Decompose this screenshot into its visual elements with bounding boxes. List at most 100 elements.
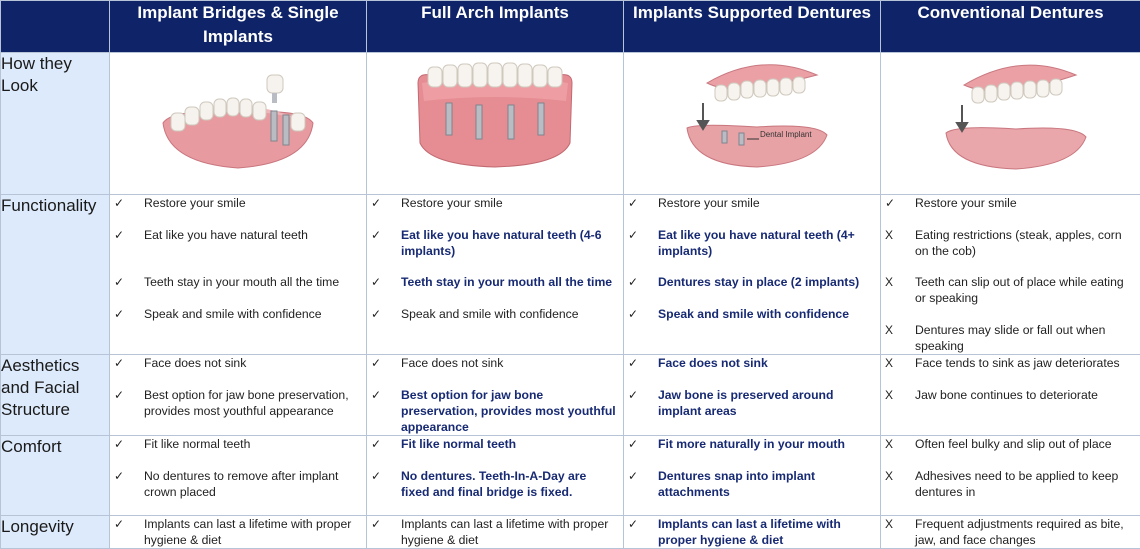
conventional-denture-image — [926, 53, 1096, 173]
x-icon: X — [881, 274, 915, 290]
feature-cell: ✓Face does not sink ✓Jaw bone is preserv… — [624, 355, 881, 436]
feature-text: Dentures stay in place (2 implants) — [658, 274, 880, 290]
feature-text: Fit like normal teeth — [401, 436, 623, 452]
x-icon: X — [881, 516, 915, 532]
feature-cell: ✓Face does not sink ✓Best option for jaw… — [367, 355, 624, 436]
x-icon: X — [881, 322, 915, 338]
feature-text: Jaw bone continues to deteriorate — [915, 387, 1140, 403]
dental-implant-callout: Dental Implant — [760, 130, 812, 139]
check-icon: ✓ — [110, 468, 144, 484]
check-icon: ✓ — [624, 468, 658, 484]
corner-cell — [1, 1, 110, 53]
check-icon: ✓ — [110, 516, 144, 532]
feature-text: Face does not sink — [401, 355, 623, 371]
x-icon: X — [881, 436, 915, 452]
check-icon: ✓ — [110, 274, 144, 290]
feature-text: Frequent adjustments required as bite, j… — [915, 516, 1140, 548]
feature-text: Teeth can slip out of place while eating… — [915, 274, 1140, 306]
feature-text: Restore your smile — [401, 195, 623, 211]
aesthetics-row: Aesthetics and Facial Structure ✓Face do… — [1, 355, 1140, 436]
check-icon: ✓ — [367, 227, 401, 243]
feature-text: Fit more naturally in your mouth — [658, 436, 880, 452]
functionality-row: Functionality ✓Restore your smile ✓Eat l… — [1, 195, 1140, 355]
feature-cell: ✓Restore your smile ✓Eat like you have n… — [624, 195, 881, 355]
feature-cell: ✓Implants can last a lifetime with prope… — [110, 516, 367, 549]
image-cell — [367, 53, 624, 195]
feature-text: Eating restrictions (steak, apples, corn… — [915, 227, 1140, 259]
feature-text: Face does not sink — [658, 355, 880, 371]
check-icon: ✓ — [624, 274, 658, 290]
partial-implant-jaw-image — [153, 53, 323, 173]
feature-text: Jaw bone is preserved around implant are… — [658, 387, 880, 419]
feature-text: Eat like you have natural teeth — [144, 227, 366, 243]
looks-row: How they Look — [1, 53, 1140, 195]
image-cell: Dental Implant — [624, 53, 881, 195]
x-icon: X — [881, 355, 915, 371]
full-arch-implant-image — [410, 53, 580, 173]
column-header: Implants Supported Dentures — [624, 1, 881, 53]
check-icon: ✓ — [367, 516, 401, 532]
row-label: Longevity — [1, 516, 110, 549]
feature-cell: ✓Implants can last a lifetime with prope… — [624, 516, 881, 549]
feature-cell: ✓Fit more naturally in your mouth ✓Dentu… — [624, 436, 881, 516]
check-icon: ✓ — [624, 227, 658, 243]
feature-text: Face tends to sink as jaw deteriorates — [915, 355, 1140, 371]
feature-text: Best option for jaw bone preservation, p… — [144, 387, 366, 419]
feature-cell: ✓Implants can last a lifetime with prope… — [367, 516, 624, 549]
feature-text: Implants can last a lifetime with proper… — [144, 516, 366, 548]
feature-text: Best option for jaw bone preservation, p… — [401, 387, 623, 435]
column-header: Conventional Dentures — [881, 1, 1140, 53]
feature-text: Dentures may slide or fall out when spea… — [915, 322, 1140, 354]
x-icon: X — [881, 227, 915, 243]
feature-text: Eat like you have natural teeth (4+ impl… — [658, 227, 880, 259]
image-cell — [110, 53, 367, 195]
longevity-row: Longevity ✓Implants can last a lifetime … — [1, 516, 1140, 549]
check-icon: ✓ — [110, 355, 144, 371]
feature-text: Restore your smile — [144, 195, 366, 211]
row-label: Comfort — [1, 436, 110, 516]
row-label: Functionality — [1, 195, 110, 355]
feature-cell: ✓Fit like normal teeth ✓No dentures. Tee… — [367, 436, 624, 516]
feature-text: Eat like you have natural teeth (4-6 imp… — [401, 227, 623, 259]
feature-text: Teeth stay in your mouth all the time — [401, 274, 623, 290]
feature-cell: ✓Fit like normal teeth ✓No dentures to r… — [110, 436, 367, 516]
feature-text: No dentures to remove after implant crow… — [144, 468, 366, 500]
check-icon: ✓ — [367, 355, 401, 371]
feature-text: Adhesives need to be applied to keep den… — [915, 468, 1140, 500]
feature-text: Face does not sink — [144, 355, 366, 371]
check-icon: ✓ — [624, 355, 658, 371]
feature-cell: ✓Restore your smile ✓Eat like you have n… — [110, 195, 367, 355]
check-icon: ✓ — [367, 436, 401, 452]
check-icon: ✓ — [110, 387, 144, 403]
check-icon: ✓ — [110, 195, 144, 211]
implant-supported-denture-image: Dental Implant — [667, 53, 837, 173]
x-icon: X — [881, 387, 915, 403]
header-row: Implant Bridges & Single Implants Full A… — [1, 1, 1140, 53]
check-icon: ✓ — [624, 516, 658, 532]
feature-cell: ✓Restore your smile ✓Eat like you have n… — [367, 195, 624, 355]
image-cell — [881, 53, 1140, 195]
check-icon: ✓ — [367, 195, 401, 211]
check-icon: ✓ — [110, 306, 144, 322]
column-header: Full Arch Implants — [367, 1, 624, 53]
check-icon: ✓ — [367, 387, 401, 403]
check-icon: ✓ — [110, 227, 144, 243]
feature-text: Dentures snap into implant attachments — [658, 468, 880, 500]
feature-text: Fit like normal teeth — [144, 436, 366, 452]
row-label: How they Look — [1, 53, 110, 195]
check-icon: ✓ — [881, 195, 915, 211]
check-icon: ✓ — [624, 306, 658, 322]
row-label: Aesthetics and Facial Structure — [1, 355, 110, 436]
check-icon: ✓ — [624, 387, 658, 403]
check-icon: ✓ — [624, 195, 658, 211]
column-header: Implant Bridges & Single Implants — [110, 1, 367, 53]
check-icon: ✓ — [367, 306, 401, 322]
comfort-row: Comfort ✓Fit like normal teeth ✓No dentu… — [1, 436, 1140, 516]
feature-text: Speak and smile with confidence — [144, 306, 366, 322]
x-icon: X — [881, 468, 915, 484]
feature-cell: ✓Face does not sink ✓Best option for jaw… — [110, 355, 367, 436]
